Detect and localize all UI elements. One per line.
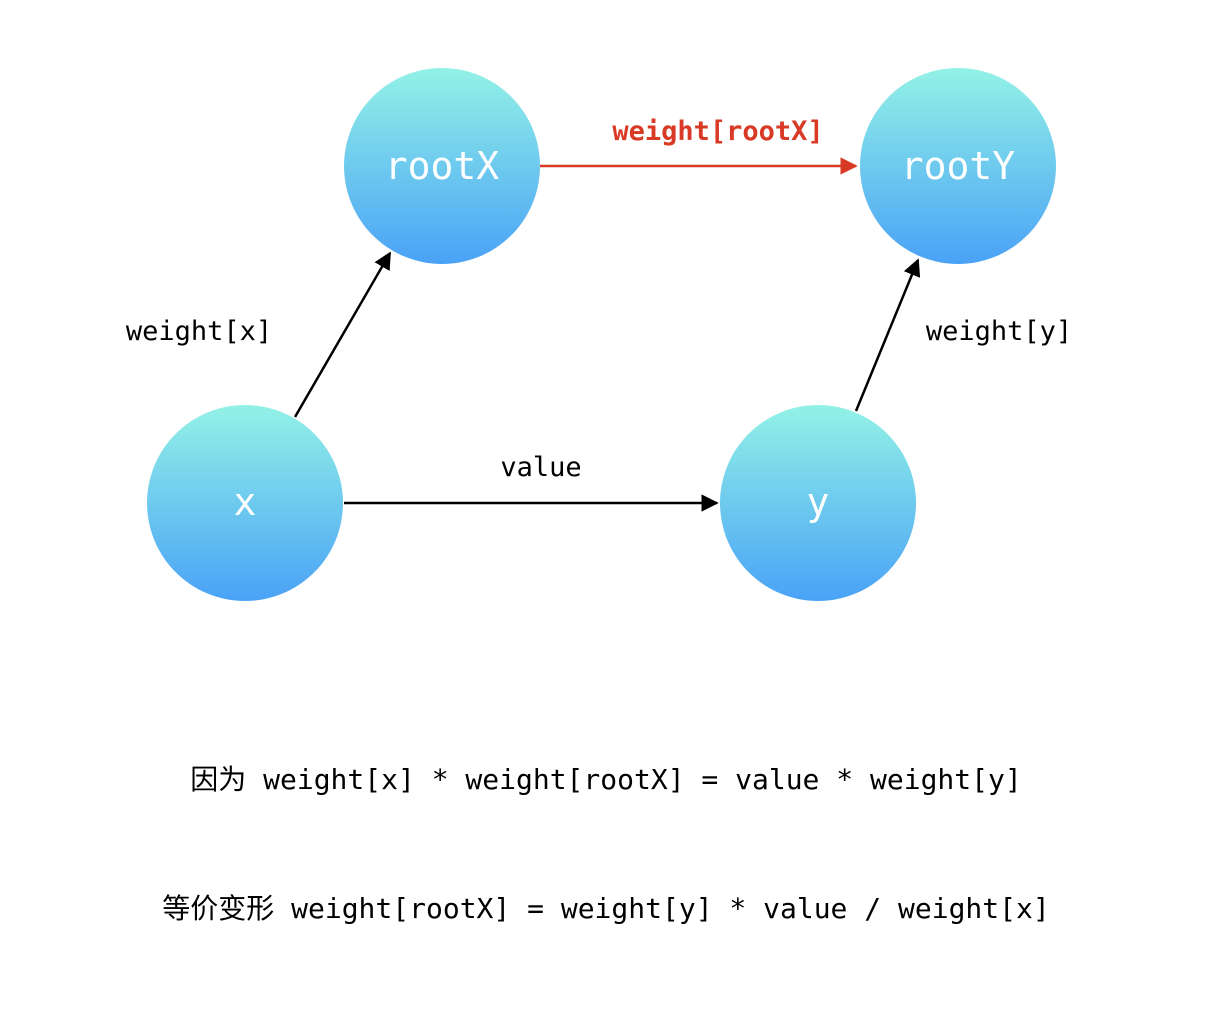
equation-line-1: 因为 weight[x] * weight[rootX] = value * w… <box>190 763 1022 796</box>
equation-line-2: 等价变形 weight[rootX] = weight[y] * value /… <box>162 892 1050 925</box>
equations-block: 因为 weight[x] * weight[rootX] = value * w… <box>0 672 1212 1016</box>
node-rootY-label: rootY <box>901 144 1016 188</box>
node-y-label: y <box>807 480 830 524</box>
edge-y-to-rootY <box>854 258 921 412</box>
diagram-canvas: rootX rootY x y weight[rootX] weight[x] … <box>126 68 1072 925</box>
edge-label-weight-rootX: weight[rootX] <box>612 116 823 147</box>
edge-label-weight-x: weight[x] <box>126 316 272 347</box>
edge-x-to-rootX <box>293 251 392 418</box>
node-rootX: rootX <box>344 68 540 264</box>
node-x-label: x <box>234 480 257 524</box>
edge-label-weight-y: weight[y] <box>926 316 1072 347</box>
node-y: y <box>720 405 916 601</box>
edge-label-value: value <box>500 452 581 483</box>
node-rootY: rootY <box>860 68 1056 264</box>
node-x: x <box>147 405 343 601</box>
union-find-weight-diagram: rootX rootY x y weight[rootX] weight[x] … <box>126 68 1072 601</box>
node-rootX-label: rootX <box>385 144 500 188</box>
